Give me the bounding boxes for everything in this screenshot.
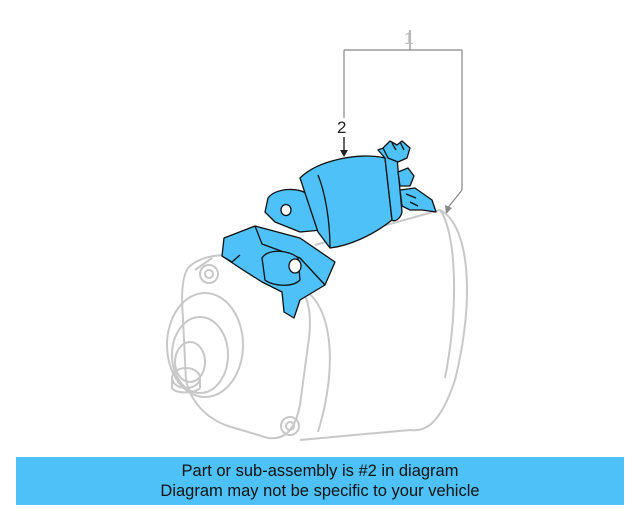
callout-1-label: 1: [404, 29, 413, 48]
solenoid-switch-part-2: [221, 140, 437, 319]
callout-1-leader: [343, 30, 463, 214]
callout-2-label: 2: [337, 118, 346, 137]
starter-motor-ghost: [166, 209, 468, 441]
banner-line-disclaimer: Diagram may not be specific to your vehi…: [160, 482, 480, 500]
callout-2-arrow: [340, 137, 348, 157]
parts-diagram: 1 2: [166, 29, 468, 441]
info-banner: Part or sub-assembly is #2 in diagram Di…: [16, 457, 624, 505]
banner-line-part-number: Part or sub-assembly is #2 in diagram: [181, 462, 459, 480]
